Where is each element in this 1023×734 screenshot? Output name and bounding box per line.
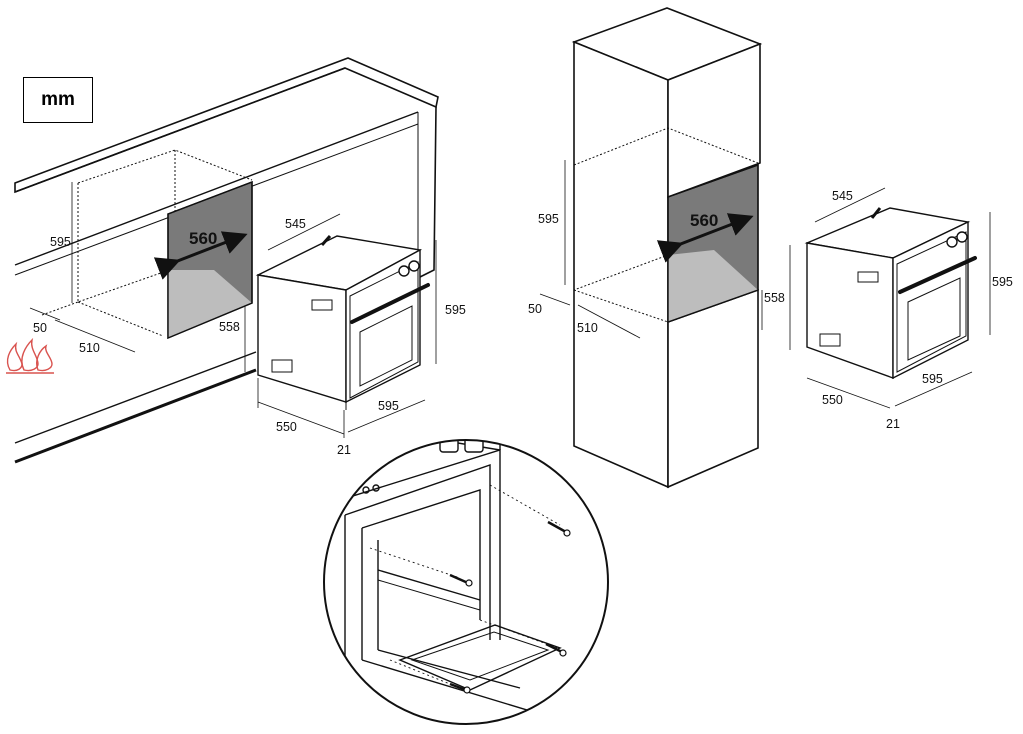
under-counter-oven (255, 235, 430, 410)
uc-oven-width-label: 545 (285, 217, 306, 231)
column-dimensions (539, 160, 763, 339)
col-front-width-label: 595 (922, 372, 943, 386)
fixing-detail (323, 439, 609, 725)
column-oven-dimensions (789, 187, 991, 409)
col-oven-depth-label: 550 (822, 393, 843, 407)
col-front-thickness-label: 21 (886, 417, 900, 431)
col-niche-width-label: 560 (690, 211, 718, 230)
uc-height-label: 595 (50, 235, 71, 249)
under-counter-oven-dimensions (257, 213, 437, 438)
tall-column (571, 7, 763, 489)
screw-icon (449, 520, 571, 694)
uc-oven-height-label: 595 (445, 303, 466, 317)
col-niche-height-label: 558 (764, 291, 785, 305)
uc-depth-label: 510 (79, 341, 100, 355)
col-gap-label: 50 (528, 302, 542, 316)
col-height-label: 595 (538, 212, 559, 226)
under-counter-niche-panel (153, 180, 253, 340)
column-oven (804, 207, 977, 380)
col-depth-label: 510 (577, 321, 598, 335)
units-label: mm (23, 77, 93, 123)
flame-logo-icon (6, 337, 54, 374)
column-niche-panel (656, 164, 759, 323)
col-oven-height-label: 595 (992, 275, 1013, 289)
uc-niche-height-label: 558 (219, 320, 240, 334)
uc-gap-label: 50 (33, 321, 47, 335)
col-oven-width-label: 545 (832, 189, 853, 203)
uc-front-thickness-label: 21 (337, 443, 351, 457)
uc-niche-width-label: 560 (189, 229, 217, 248)
uc-front-width-label: 595 (378, 399, 399, 413)
under-counter-installation (14, 57, 439, 464)
uc-oven-depth-label: 550 (276, 420, 297, 434)
